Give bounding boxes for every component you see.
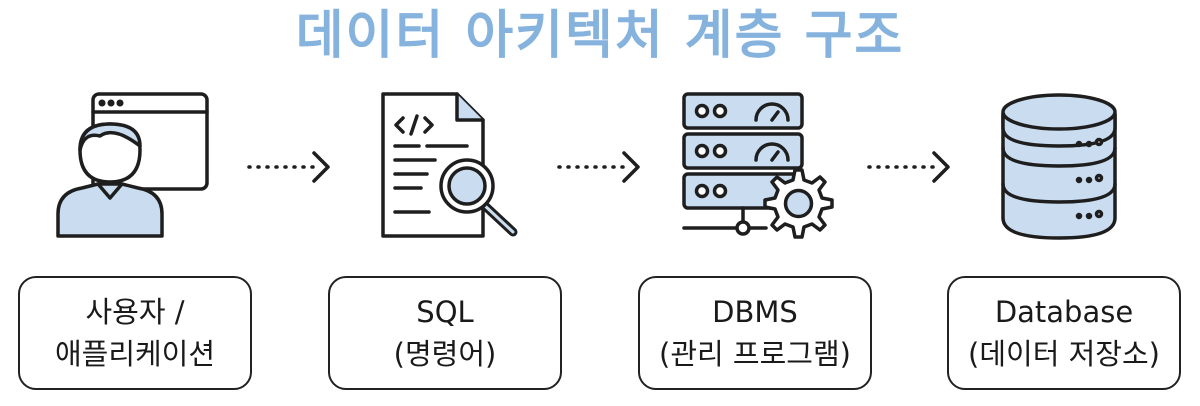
- label-box-line2: (데이터 저장소): [968, 337, 1160, 371]
- label-box-database: Database (데이터 저장소): [947, 276, 1181, 390]
- dotted-arrow-icon: [867, 151, 950, 183]
- label-box-line1: 사용자 /: [85, 295, 185, 329]
- label-box-line1: DBMS: [712, 295, 798, 329]
- label-box-dbms: DBMS (관리 프로그램): [638, 276, 872, 390]
- label-box-line2: (명령어): [393, 337, 497, 371]
- label-box-line2: 애플리케이션: [54, 337, 216, 371]
- dotted-arrow-icon: [247, 151, 330, 183]
- user-browser-window-icon: [56, 92, 209, 238]
- label-box-sql: SQL (명령어): [328, 276, 562, 390]
- dbms-server-gear-icon: [682, 92, 834, 239]
- sql-document-magnifier-icon: [381, 92, 518, 238]
- label-box-line2: (관리 프로그램): [659, 337, 851, 371]
- label-box-line1: SQL: [416, 295, 474, 329]
- dotted-arrow-icon: [557, 151, 640, 183]
- label-box-user-application: 사용자 / 애플리케이션: [18, 276, 252, 390]
- database-cylinder-icon: [1001, 93, 1117, 240]
- diagram-title: 데이터 아키텍처 계층 구조: [295, 6, 905, 66]
- label-box-line1: Database: [994, 295, 1134, 329]
